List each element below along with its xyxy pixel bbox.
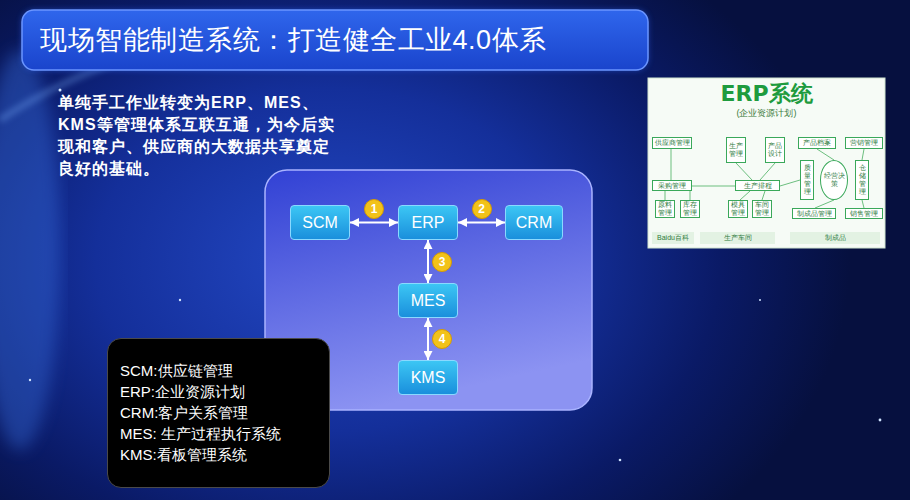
illustration-wire <box>862 200 864 208</box>
slide-title: 现场智能制造系统：打造健全工业4.0体系 <box>40 20 547 60</box>
illustration-box: 供应商管理 <box>652 137 692 149</box>
callout-number: 1 <box>364 199 384 219</box>
illustration-box: 车间管理 <box>752 200 772 218</box>
illustration-wire <box>817 149 834 160</box>
illustration-box: 原料管理 <box>655 200 675 218</box>
illustration-box: 产品档案 <box>798 137 836 149</box>
star <box>759 299 761 301</box>
banner-glow <box>22 10 648 70</box>
node-text: MES <box>411 292 446 310</box>
illustration-wire <box>815 200 834 208</box>
star <box>619 459 622 462</box>
callout-number: 4 <box>432 329 452 349</box>
illustration-wire <box>760 163 775 180</box>
star <box>179 299 181 301</box>
star <box>29 379 31 381</box>
callout-number: 2 <box>472 199 492 219</box>
node-text: ERP:企业资源计划 <box>120 381 317 402</box>
double-arrow <box>458 222 505 224</box>
body-text: 单纯手工作业转变为ERP、MES、KMS等管理体系互联互通，为今后实现和客户、供… <box>58 92 343 180</box>
star <box>59 89 62 92</box>
node-text: SCM:供应链管理 <box>120 360 317 381</box>
illustration-box: 质量管理 <box>800 160 814 200</box>
system-box: ERP <box>398 205 458 240</box>
illustration-box: 库存管理 <box>680 200 700 218</box>
node-text: ERP <box>412 214 445 232</box>
node-text: SCM <box>302 214 338 232</box>
system-box: KMS <box>398 360 458 395</box>
illustration-box: 采购管理 <box>652 180 692 191</box>
double-arrow <box>427 240 429 283</box>
double-arrow <box>350 222 398 224</box>
watermark: Baidu百科 <box>652 232 694 244</box>
illustration-title: ERP系统 <box>648 81 885 107</box>
illustration-box: 生产管理 <box>726 137 746 163</box>
illustration-box: 生产排程 <box>735 180 780 191</box>
node-text: KMS:看板管理系统 <box>120 444 317 465</box>
star <box>879 419 882 422</box>
illustration-box: 销售管理 <box>845 208 883 219</box>
illustration-band: 制成品 <box>790 232 880 244</box>
illustration-oval: 经营决策 <box>820 160 848 200</box>
glossary-box: SCM:供应链管理ERP:企业资源计划CRM:客户关系管理MES: 生产过程执行… <box>107 338 330 488</box>
illustration-box: 产品设计 <box>765 137 785 163</box>
node-text: CRM <box>516 214 552 232</box>
system-box: SCM <box>290 205 350 240</box>
illustration-box: 制成品管理 <box>792 208 836 219</box>
node-text: KMS <box>411 369 446 387</box>
erp-illustration <box>648 78 885 248</box>
node-text: CRM:客户关系管理 <box>120 402 317 423</box>
illustration-wire <box>671 149 672 180</box>
illustration-wire <box>736 163 752 180</box>
illustration-wire <box>762 191 765 200</box>
title-banner <box>22 10 648 70</box>
node-text: MES: 生产过程执行系统 <box>120 423 317 444</box>
illustration-subtitle: (企业资源计划) <box>648 107 885 119</box>
side-glow <box>0 50 60 450</box>
system-box: CRM <box>505 205 563 240</box>
illustration-box: 仓储管理 <box>855 160 869 200</box>
callout-number: 3 <box>432 252 452 272</box>
illustration-wire <box>780 180 800 186</box>
illustration-wire <box>862 149 864 160</box>
illustration-band: 生产车间 <box>700 232 775 244</box>
illustration-wire <box>740 191 750 200</box>
illustration-wire <box>690 191 691 200</box>
double-arrow <box>427 318 429 360</box>
illustration-box: 营销管理 <box>845 137 883 149</box>
illustration-wire <box>665 191 666 200</box>
system-box: MES <box>398 283 458 318</box>
illustration-box: 模具管理 <box>728 200 748 218</box>
illustration-wire <box>692 186 735 187</box>
